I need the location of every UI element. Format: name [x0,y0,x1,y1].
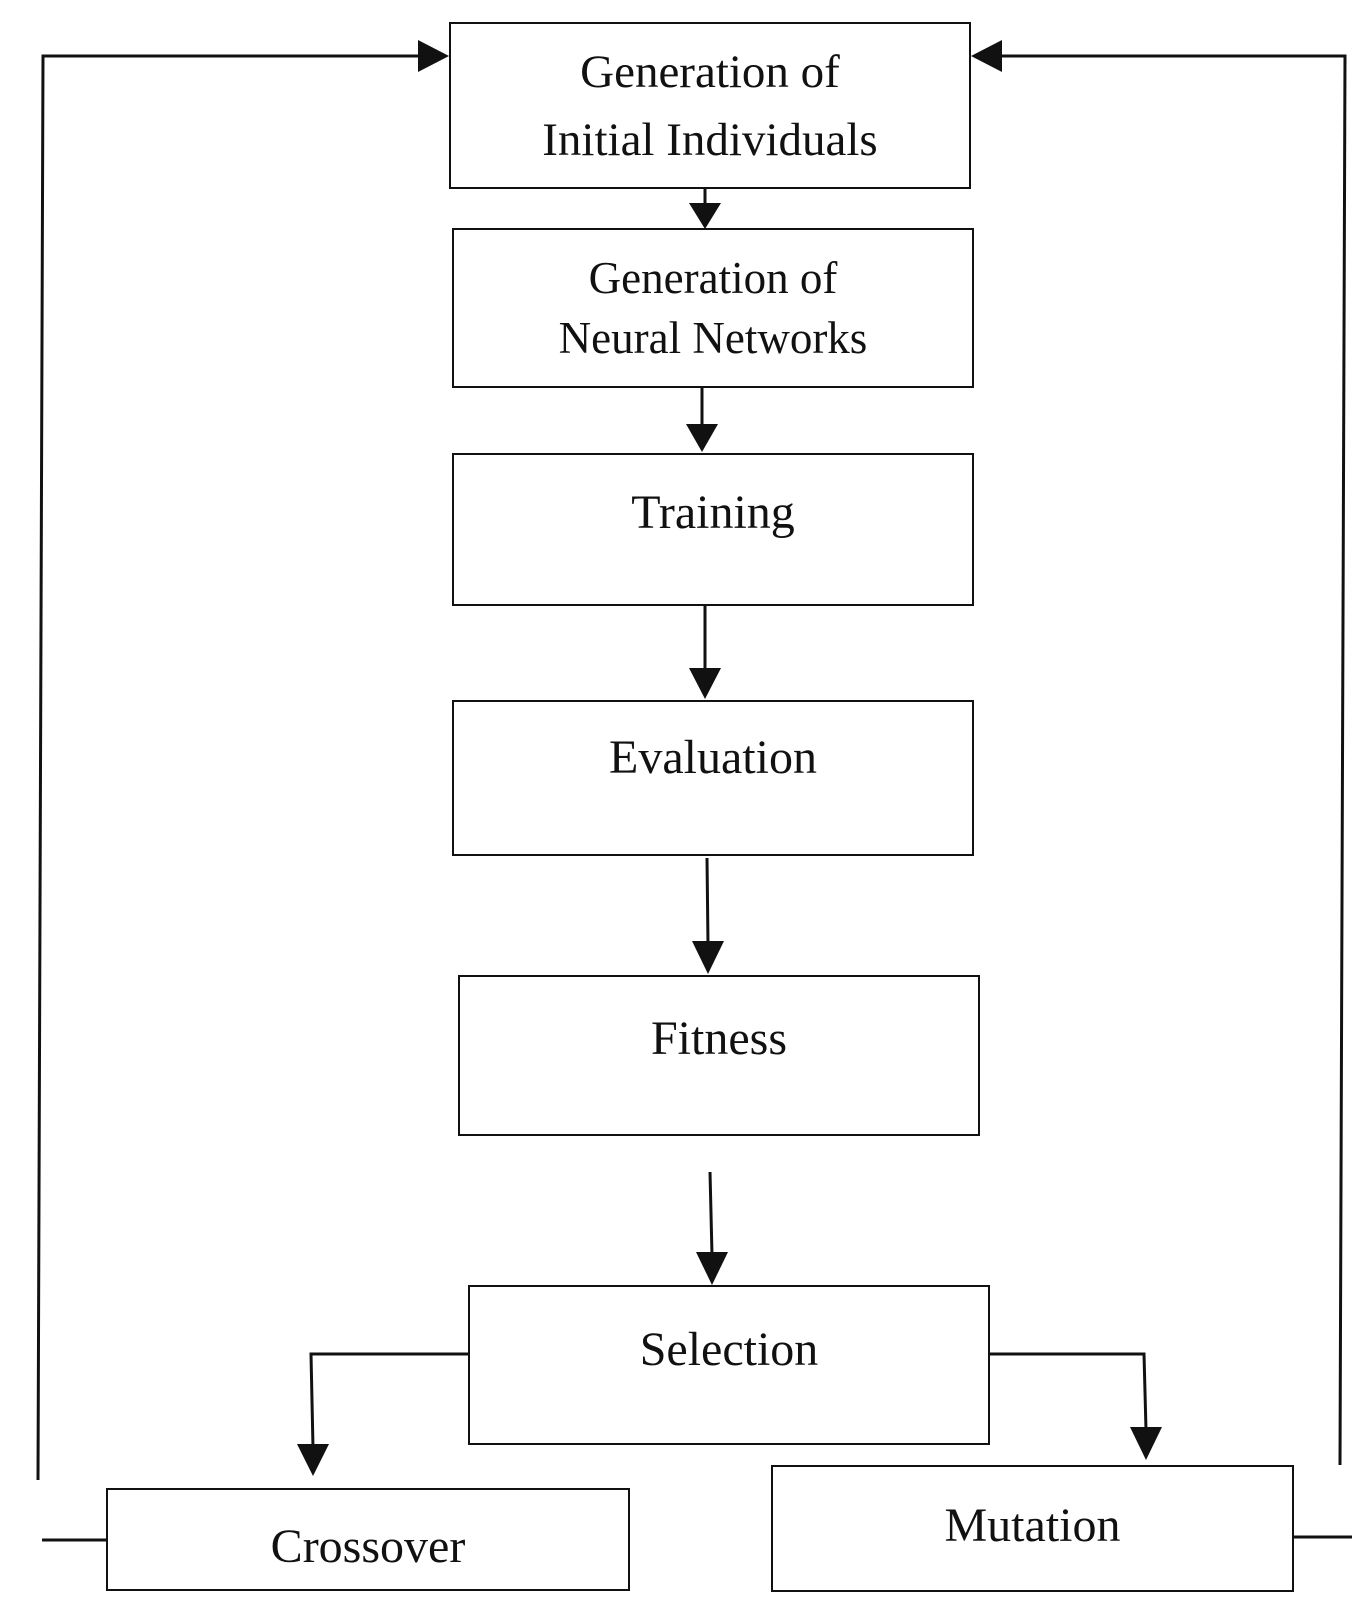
edge-evaluation-to-fitness [692,857,724,974]
node-selection: Selection [468,1285,990,1445]
node-label: Crossover [270,1520,466,1573]
node-label: Fitness [650,1012,788,1065]
node-label: Generation of Neural Networks [558,253,868,363]
edge-fitness-to-selection [696,1171,728,1285]
node-generation-of-initial-individuals: Generation of Initial Individuals [449,22,971,189]
edge-selection-to-mutation [990,1352,1162,1460]
edge-training-to-evaluation [689,606,721,699]
edge-crossover-to-initial [36,40,449,1542]
node-crossover: Crossover [106,1488,630,1591]
node-mutation: Mutation [771,1465,1294,1592]
node-generation-of-neural-networks: Generation of Neural Networks [452,228,974,388]
edge-initial-to-neural [689,189,721,229]
node-label: Generation of Initial Individuals [542,45,878,166]
node-label: Training [631,486,795,539]
node-training: Training [452,453,974,606]
node-fitness: Fitness [458,975,980,1136]
edge-neural-to-training [686,388,718,452]
edge-mutation-to-initial [971,40,1352,1539]
node-label: Mutation [944,1499,1121,1552]
node-label: Selection [639,1323,819,1376]
node-label: Evaluation [609,731,817,784]
node-evaluation: Evaluation [452,700,974,856]
edge-selection-to-crossover [297,1352,468,1476]
